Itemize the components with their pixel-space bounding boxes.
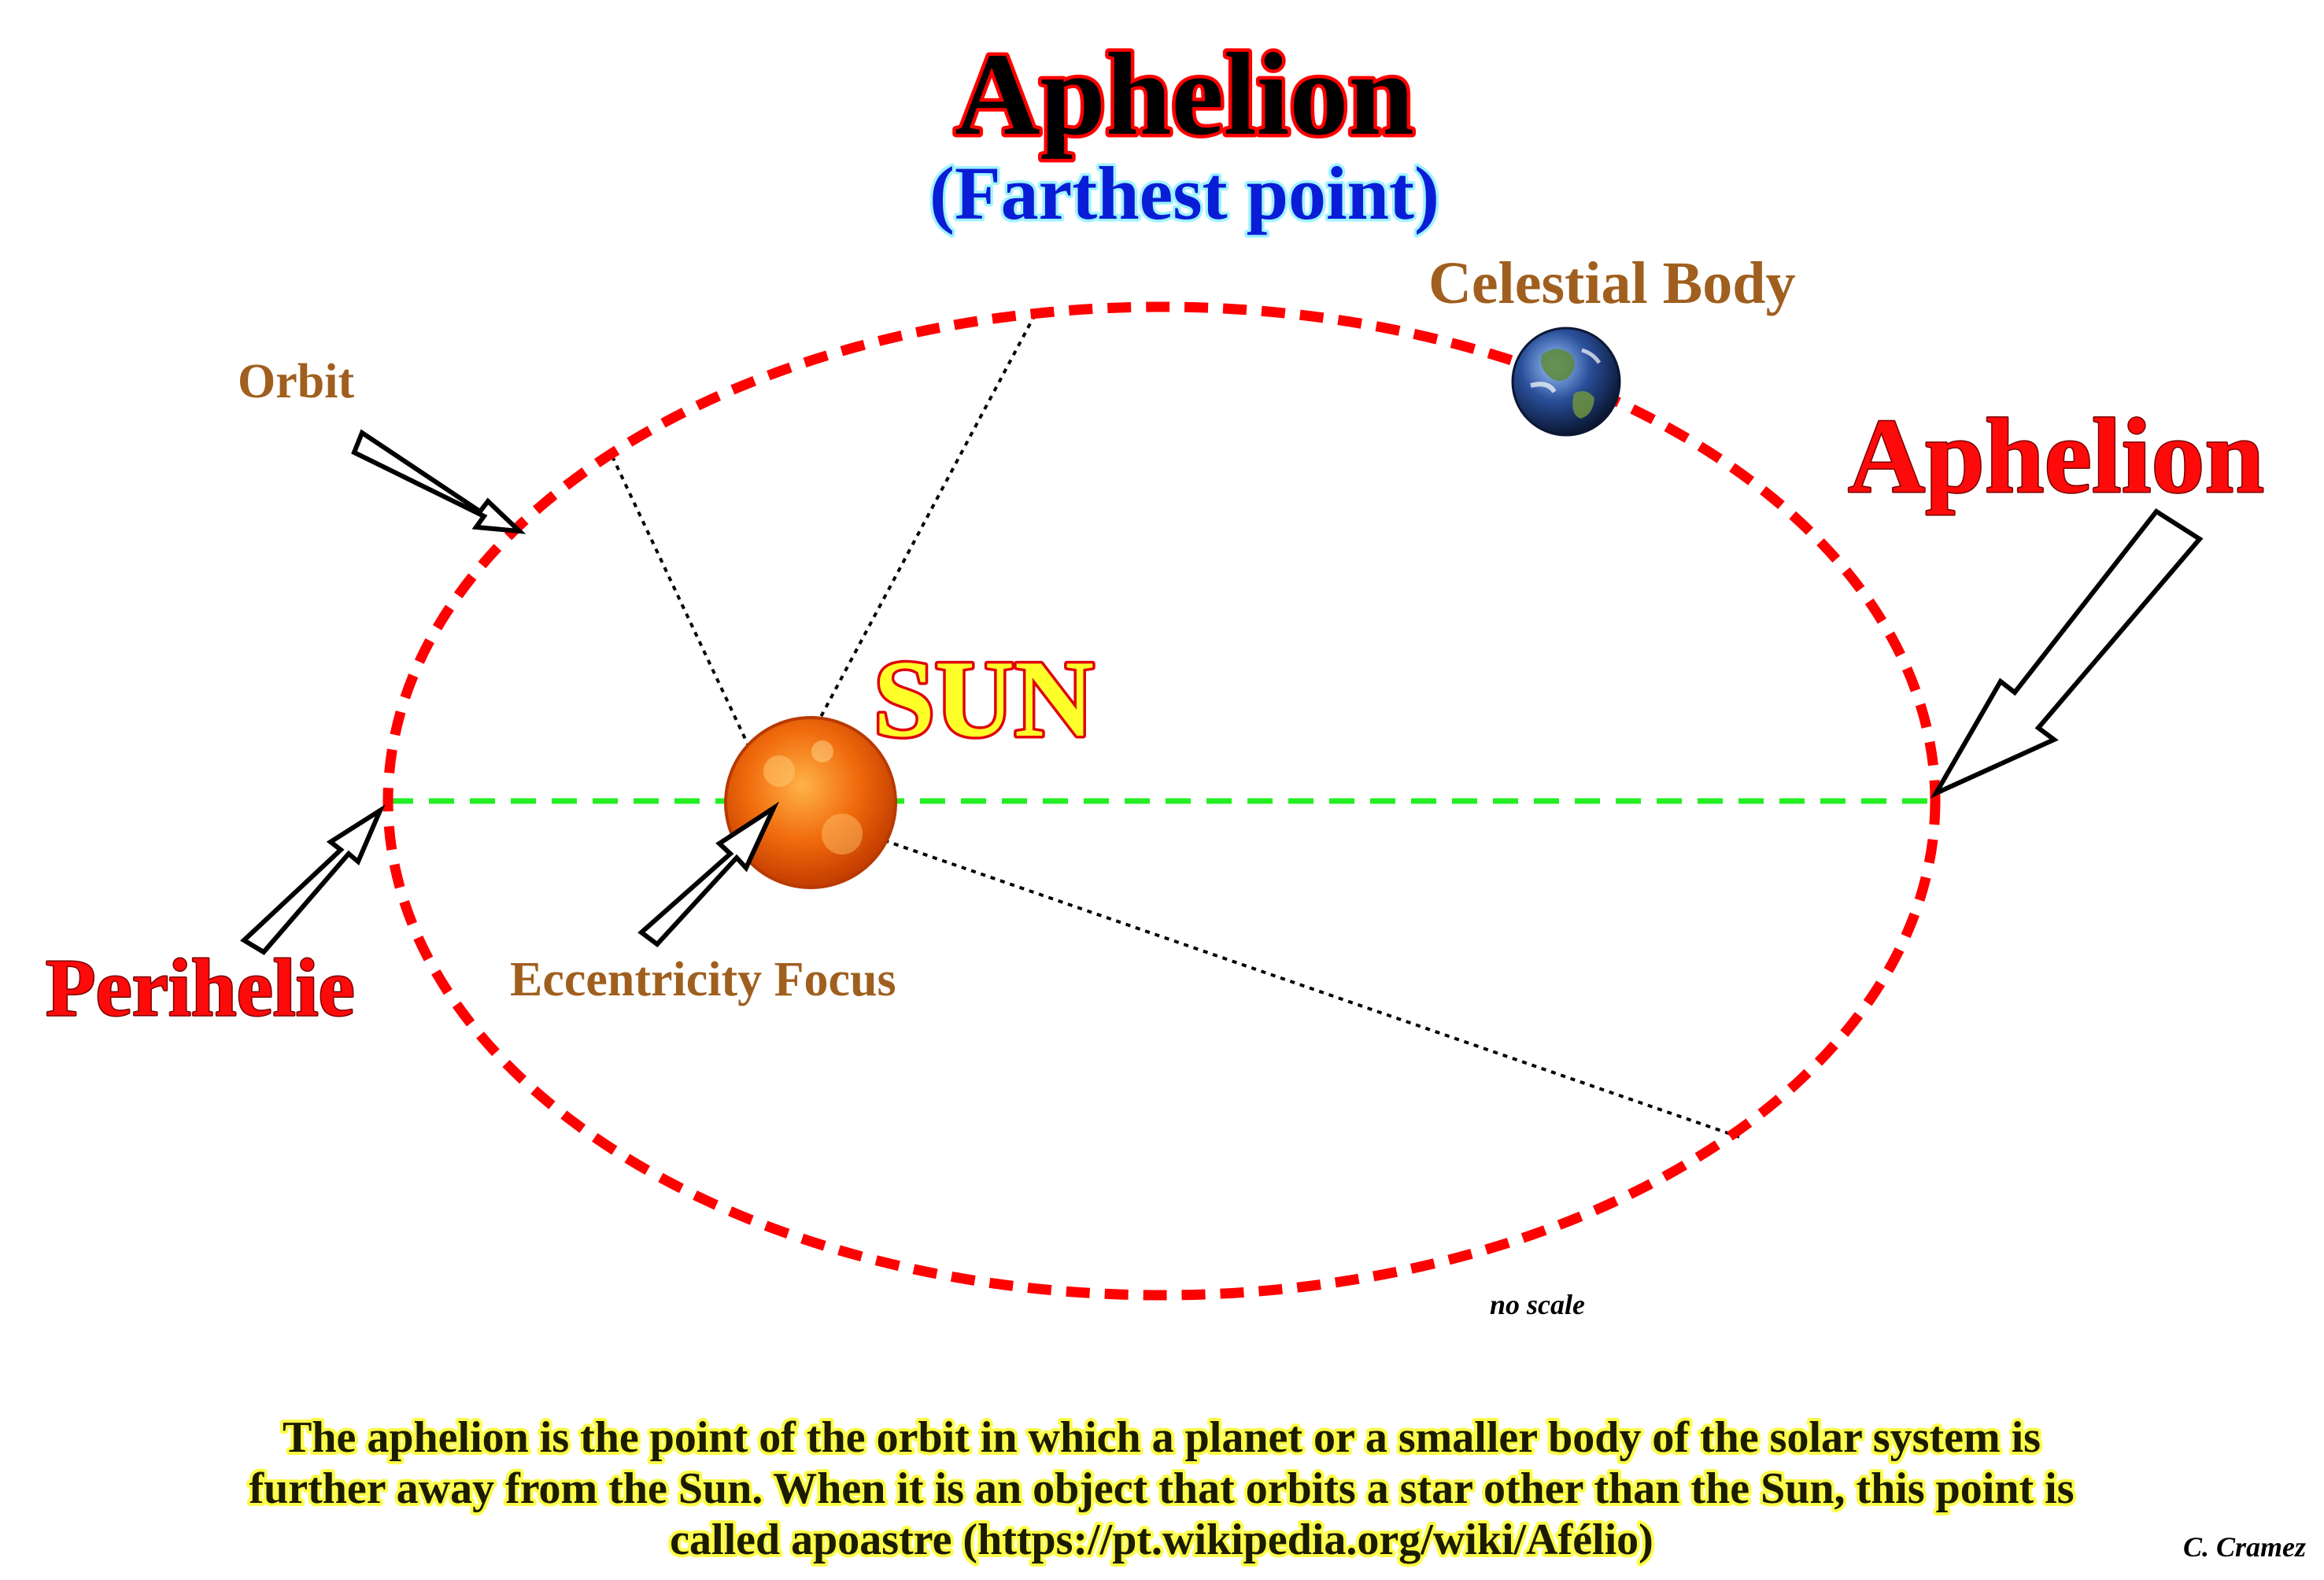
earth-globe-image <box>1511 327 1621 437</box>
sun-image <box>724 716 897 889</box>
caption-line-3: called apoastre (https://pt.wikipedia.or… <box>670 1515 1653 1564</box>
celestial-body-label: Celestial Body <box>1428 250 1796 316</box>
aphelion-label: Aphelion <box>1848 397 2264 515</box>
caption-line-1: The aphelion is the point of the orbit i… <box>283 1413 2041 1462</box>
eccentricity-focus-label: Eccentricity Focus <box>510 953 896 1006</box>
perihelie-label: Perihelie <box>46 943 355 1033</box>
sun-label: SUN <box>874 638 1094 760</box>
radius-line-lower-right <box>774 801 1740 1139</box>
orbit-ellipse <box>382 301 1941 1301</box>
author-credit: C. Cramez <box>2183 1531 2306 1563</box>
page-title: Aphelion <box>955 29 1414 160</box>
perihelie-arrow <box>240 804 386 955</box>
caption-line-2: further away from the Sun. When it is an… <box>249 1464 2074 1513</box>
no-scale-note: no scale <box>1490 1289 1585 1320</box>
eccentricity-focus-arrow <box>637 801 780 948</box>
page-subtitle: (Farthest point) <box>929 151 1439 235</box>
orbit-arrow <box>351 429 527 534</box>
aphelion-arrow <box>1930 508 2204 799</box>
orbit-label: Orbit <box>238 355 354 408</box>
